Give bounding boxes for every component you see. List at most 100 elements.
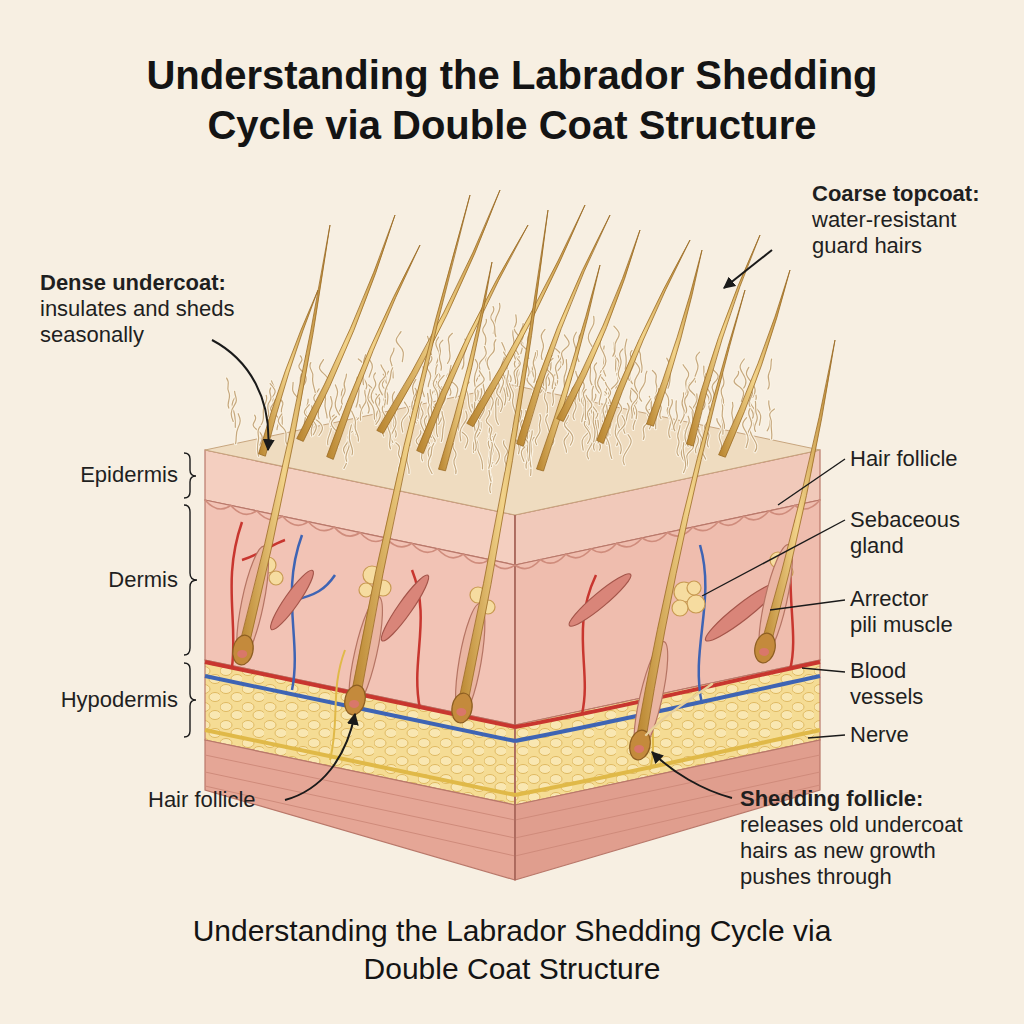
undercoat-hair xyxy=(564,415,572,445)
guard-hair xyxy=(557,230,640,421)
undercoat-hair-halo xyxy=(475,371,484,401)
undercoat-hair xyxy=(593,412,595,442)
undercoat-hair xyxy=(489,438,493,468)
undercoat-hair-halo xyxy=(631,388,637,418)
undercoat-hair-halo xyxy=(453,444,456,474)
undercoat-hair-halo xyxy=(396,332,403,362)
undercoat-hair xyxy=(740,359,746,389)
undercoat-hair-halo xyxy=(375,394,379,424)
guard-hair xyxy=(647,250,703,426)
undercoat-hair-halo xyxy=(541,329,545,359)
undercoat-hair-halo xyxy=(625,339,627,369)
undercoat-hair-halo xyxy=(420,402,424,432)
undercoat-hair xyxy=(439,340,442,370)
undercoat-hair-halo xyxy=(496,394,500,424)
callout-heading: Shedding follicle: xyxy=(740,786,923,812)
undercoat-hair xyxy=(420,402,424,432)
callout-text: releases old undercoat hairs as new grow… xyxy=(740,812,990,890)
undercoat-hair xyxy=(486,411,492,441)
leader-line xyxy=(770,600,845,610)
undercoat-hair-halo xyxy=(533,353,536,383)
layer-name: Dermis xyxy=(108,567,178,593)
undercoat-hair-halo xyxy=(460,411,467,441)
nerve-branch xyxy=(330,650,665,770)
undercoat-hair xyxy=(453,444,456,474)
guard-hair xyxy=(327,245,420,459)
undercoat-hair-halo xyxy=(278,414,286,444)
guard-hair xyxy=(537,265,601,471)
undercoat-hair-halo xyxy=(529,431,533,461)
undercoat-hair-halo xyxy=(593,412,595,442)
undercoat-hair-halo xyxy=(677,426,680,456)
undercoat-hair-halo xyxy=(439,340,442,370)
undercoat-hair xyxy=(533,353,536,383)
undercoat-hair xyxy=(743,418,748,448)
guard-hair xyxy=(719,270,790,457)
undercoat-hair-halo xyxy=(630,389,637,419)
block-edge xyxy=(514,515,516,880)
undercoat-hair-halo xyxy=(564,415,572,445)
pointer-arrow xyxy=(285,714,355,800)
undercoat-hair-halo xyxy=(507,371,511,401)
undercoat-hair xyxy=(583,390,586,420)
undercoat-hair-halo xyxy=(375,394,380,424)
undercoat-hair xyxy=(681,393,685,423)
undercoat-hair xyxy=(483,319,487,349)
undercoat-hair-halo xyxy=(600,339,606,369)
undercoat-hair-halo xyxy=(489,438,493,468)
part-name: Sebaceous gland xyxy=(850,507,1000,559)
layer-name: Hypodermis xyxy=(61,687,178,713)
part-name: Hair follicle xyxy=(148,787,256,813)
undercoat xyxy=(227,303,775,492)
undercoat-hair xyxy=(360,390,366,420)
ridges xyxy=(205,500,820,569)
undercoat-hair-halo xyxy=(524,438,528,468)
pointer-arrow xyxy=(212,340,268,450)
part-name: Nerve xyxy=(850,722,909,748)
undercoat-hair xyxy=(562,335,570,365)
undercoat-hair-halo xyxy=(349,425,352,455)
undercoat-hair xyxy=(630,389,637,419)
leader-line xyxy=(702,520,845,596)
undercoat-hair xyxy=(613,326,619,356)
undercoat-hair-halo xyxy=(634,362,639,392)
guard-hair xyxy=(457,210,548,709)
leader-line xyxy=(778,459,845,505)
undercoat-hair xyxy=(623,435,631,465)
undercoat-hair-halo xyxy=(448,333,453,363)
undercoat-hair-halo xyxy=(583,390,586,420)
part-name: Arrector pili muscle xyxy=(850,586,960,638)
undercoat-hair xyxy=(496,394,500,424)
layer-bracket xyxy=(184,663,196,737)
undercoat-hair xyxy=(507,371,511,401)
dermal-papilla xyxy=(349,700,359,708)
undercoat-hair-halo xyxy=(639,371,647,401)
undercoat-hair xyxy=(541,329,545,359)
undercoat-hair-halo xyxy=(475,421,479,451)
undercoat-hair-halo xyxy=(743,418,748,448)
undercoat-hair xyxy=(631,388,637,418)
part-name: Blood vessels xyxy=(850,658,950,710)
undercoat-hair xyxy=(594,363,599,393)
undercoat-hair-halo xyxy=(441,412,444,442)
annotation-lines xyxy=(184,250,845,800)
undercoat-hair xyxy=(368,389,375,419)
undercoat-hair xyxy=(491,307,496,337)
undercoat-hair xyxy=(436,337,439,367)
layer-name: Epidermis xyxy=(80,462,178,488)
dermal-papilla xyxy=(456,708,466,716)
undercoat-hair-halo xyxy=(535,415,541,445)
undercoat-hair xyxy=(639,371,647,401)
undercoat-hair xyxy=(529,431,533,461)
undercoat-hair xyxy=(535,415,541,445)
diagram-title: Understanding the Labrador Shedding Cycl… xyxy=(112,50,912,150)
undercoat-hair-halo xyxy=(768,359,772,389)
muscle-striation xyxy=(205,755,820,856)
undercoat-hair xyxy=(379,365,386,395)
undercoat-hair-halo xyxy=(436,337,439,367)
arrector-pili xyxy=(266,566,784,646)
callout-heading: Coarse topcoat: xyxy=(812,181,979,207)
undercoat-hair-halo xyxy=(360,390,366,420)
undercoat-hair-halo xyxy=(674,401,678,431)
undercoat-hair xyxy=(335,385,339,415)
